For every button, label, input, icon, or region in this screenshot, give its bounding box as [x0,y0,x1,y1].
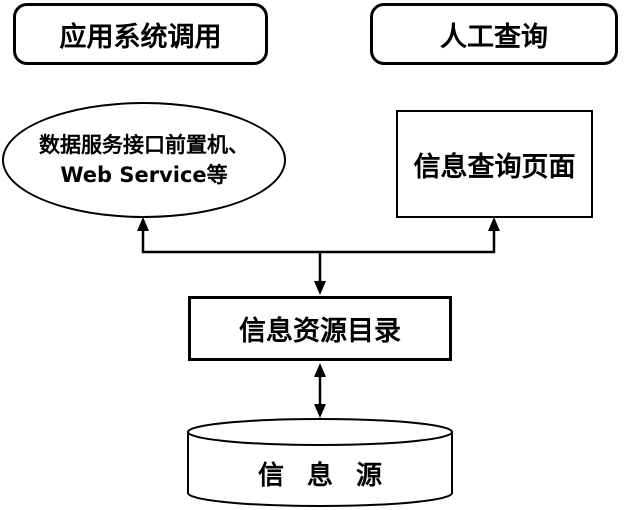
node-query-page-label: 信息查询页面 [413,151,576,183]
node-resource-catalog: 信息资源目录 [188,296,452,361]
node-info-source-label: 信 息 源 [257,460,383,491]
arrowhead-to-resource-catalog [314,281,326,295]
node-data-service-line2: Web Service等 [60,163,228,187]
arrowhead-to-query-page [488,217,500,231]
node-resource-catalog-label: 信息资源目录 [239,316,401,347]
node-app-call: 应用系统调用 [13,3,268,65]
arrowhead-to-data-service [137,217,149,231]
node-info-source: 信 息 源 [188,443,452,503]
node-manual-query-label: 人工查询 [440,21,548,53]
info-source-cylinder-body [187,432,453,507]
node-manual-query: 人工查询 [370,3,618,65]
node-query-page: 信息查询页面 [396,110,593,218]
info-source-cylinder-top [187,418,453,446]
arrowhead-to-catalog-bottom [314,363,326,377]
node-app-call-label: 应用系统调用 [59,21,222,53]
node-data-service-line1: 数据服务接口前置机、 [39,133,249,157]
arrowhead-to-info-source [314,404,326,418]
node-data-service: 数据服务接口前置机、 Web Service等 [2,102,286,218]
branch-connector-line [141,230,496,283]
